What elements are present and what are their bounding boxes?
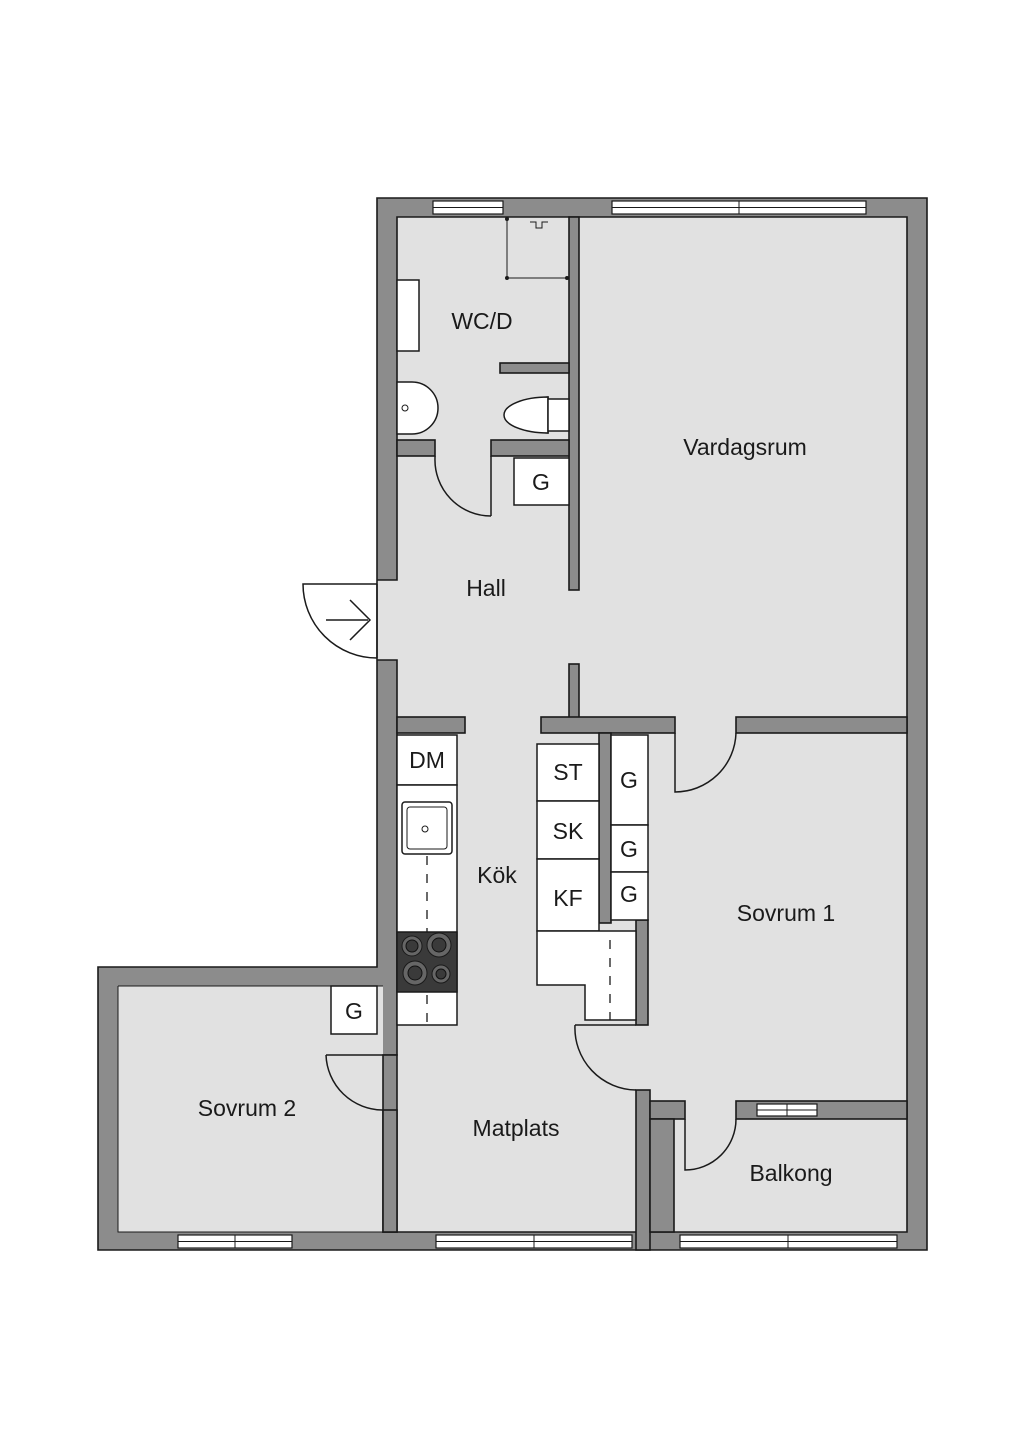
room-label-hall: Hall [466, 575, 506, 601]
door-sovrum2 [325, 1054, 384, 1111]
windows [177, 200, 898, 1249]
door-sovrum1-lower [574, 1024, 637, 1091]
outer-walls [97, 197, 928, 1251]
doors [302, 456, 737, 1171]
door-wc [434, 456, 492, 517]
room-label-vardagsrum: Vardagsrum [683, 434, 807, 460]
window-sovrum2 [177, 1234, 293, 1249]
room-label-sovrum2: Sovrum 2 [198, 1095, 296, 1121]
window-vardagsrum [611, 200, 867, 215]
entrance-door [302, 583, 378, 659]
room-label-wc: WC/D [451, 308, 512, 334]
garderob-sovrum2: G [330, 985, 378, 1035]
room-label-matplats: Matplats [473, 1115, 560, 1141]
wc-fixtures [396, 217, 570, 435]
window-balcony-door [756, 1103, 818, 1117]
window-wc [432, 200, 504, 215]
garderob-hall-label: G [532, 469, 550, 495]
stove-icon [396, 931, 458, 993]
stekugn-label: ST [553, 759, 582, 785]
garderob-s1-b-label: G [620, 836, 638, 862]
washbasin-icon [396, 381, 439, 435]
kitchen-left-counter: DM [396, 734, 458, 1026]
skap-label: SK [553, 818, 584, 844]
garderob-s1-c-label: G [620, 881, 638, 907]
kitchen-right-units: ST SK KF [536, 743, 637, 1021]
room-label-sovrum1: Sovrum 1 [737, 900, 835, 926]
window-matplats [435, 1234, 633, 1249]
entry-arrow-icon [326, 599, 372, 641]
shower-icon [505, 217, 569, 280]
garderob-s2-label: G [345, 998, 363, 1024]
window-balkong [679, 1234, 898, 1249]
diskmaskin-label: DM [409, 747, 445, 773]
room-label-balkong: Balkong [749, 1160, 832, 1186]
room-label-kok: Kök [477, 862, 517, 888]
door-sovrum1 [674, 732, 737, 793]
washing-machine [396, 279, 420, 352]
sink-icon [401, 801, 453, 855]
garderob-s1-a-label: G [620, 767, 638, 793]
toilet-icon [503, 396, 570, 434]
kylfrys-label: KF [553, 885, 582, 911]
room-labels: WC/D Vardagsrum Hall Kök Sovrum 1 Sovrum… [198, 308, 835, 1186]
garderober-sovrum1: G G G [610, 734, 649, 921]
garderob-hall: G [513, 457, 570, 506]
door-balkong [684, 1118, 737, 1171]
